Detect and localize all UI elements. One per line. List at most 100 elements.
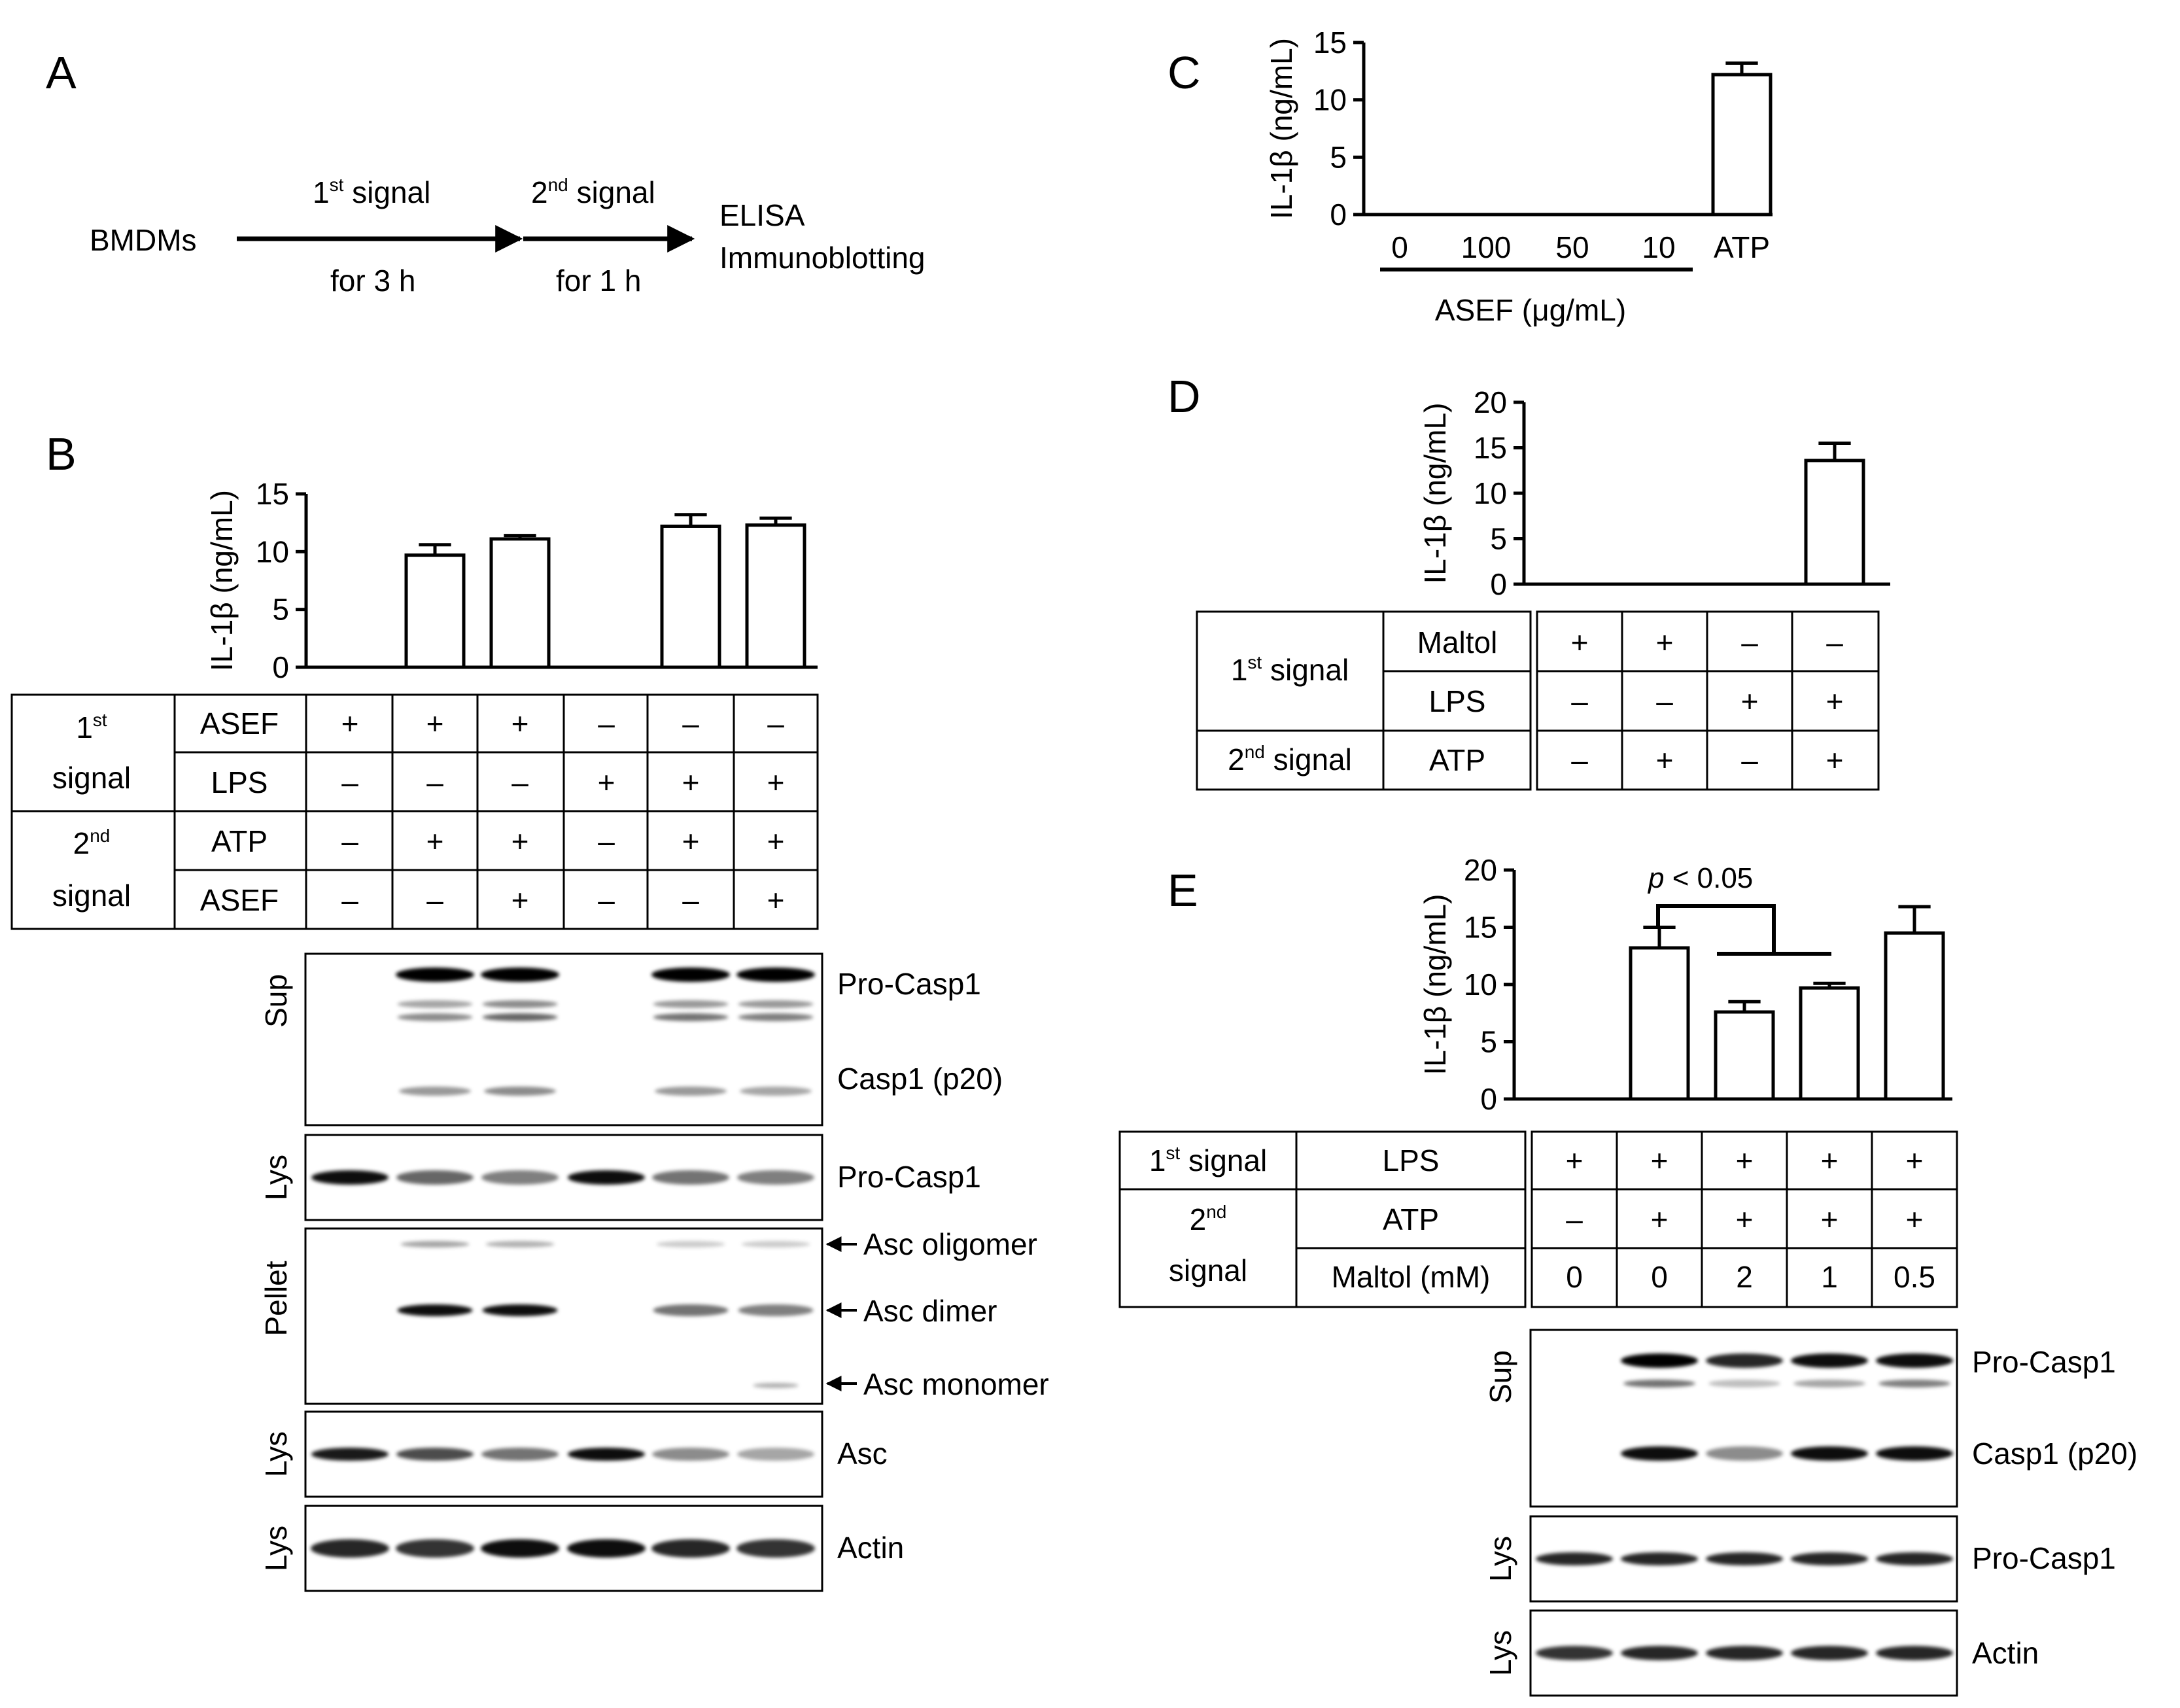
table-cell: + [511,824,529,858]
table-e-group2: 2nd [1190,1202,1227,1236]
bar [489,537,551,669]
bar [1884,931,1945,1101]
blot-b-label-asc: Asc [837,1437,888,1471]
chart-c-group-label: ASEF (μg/mL) [1435,293,1626,327]
blot-band [1706,1552,1783,1565]
blot-band [1791,1646,1868,1660]
blot-band [738,1000,814,1008]
blot-band [396,1539,474,1558]
flow-end-immunoblotting: Immunoblotting [719,241,926,275]
blot-band [655,1087,727,1096]
blot-band [481,1170,559,1185]
table-cell: – [598,824,615,858]
blot-b-pellet-frame [304,1227,823,1405]
panel-letter-b: B [46,428,77,479]
blot-e-label-procasp1: Pro-Casp1 [1972,1345,2116,1379]
table-cell: – [1656,684,1673,718]
table-row-label: ATP [1383,1202,1439,1236]
blot-band [1621,1353,1698,1368]
flow-step2-duration: for 1 h [556,264,641,298]
blot-b-label-actin: Actin [837,1531,904,1565]
blot-e-label-actin: Actin [1972,1636,2039,1670]
table-cell: – [1741,625,1758,659]
y-tick-label: 15 [256,477,289,511]
blot-band [481,967,559,982]
table-b-cells: ASEF+++–––LPS–––+++ATP–++–++ASEF––+––+ [200,706,785,917]
table-cell: + [1736,1143,1754,1177]
flow-step2-title: 2nd signal [531,175,655,209]
significance-bracket [1656,904,1831,956]
blot-e-label-casp1p20: Casp1 (p20) [1972,1437,2137,1471]
flow-end-elisa: ELISA [719,198,805,232]
panel-letter-d: D [1168,371,1201,422]
blots-e: Sup Lys Lys Pro-Casp1 Casp1 (p20) Pro-Ca… [1483,1329,2137,1697]
blot-band [741,1241,810,1247]
blot-band [1536,1552,1613,1565]
blot-band [311,1539,389,1558]
blot-band [738,1304,814,1316]
blot-e-label-lys-procasp1: Pro-Casp1 [1972,1541,2116,1575]
table-d-group2: 2nd signal [1228,742,1352,776]
bar [1804,459,1865,586]
y-axis-label: IL-1β (ng/mL) [205,490,239,671]
table-cell: 1 [1821,1260,1838,1294]
blot-band [311,1170,389,1185]
bar [404,553,466,669]
blot-band [736,967,815,982]
table-row-label: ATP [1429,743,1485,777]
table-row-label: LPS [211,765,268,799]
y-axis-label: IL-1β (ng/mL) [1264,38,1298,219]
blot-b-side-lys3: Lys [259,1525,293,1571]
panel-letter-a: A [46,47,77,98]
blot-band [1876,1552,1953,1565]
blot-band [400,1241,470,1247]
table-cell: – [682,706,699,741]
blot-band [1878,1380,1950,1387]
table-cell: + [1826,743,1844,777]
x-tick-label: 50 [1555,230,1589,264]
y-tick-label: 0 [1480,1082,1497,1116]
blot-band [482,1000,558,1008]
table-cell: – [767,706,784,741]
table-d [1196,610,1880,791]
table-e-group1: 1st signal [1149,1143,1267,1177]
blot-band [568,1448,645,1461]
y-tick-label: 15 [1313,26,1347,60]
blot-band [1876,1646,1953,1660]
table-cell: + [767,883,785,917]
panel-letter-c: C [1168,47,1201,98]
y-axis-label: IL-1β (ng/mL) [1418,894,1452,1075]
table-cell: + [1656,743,1674,777]
blot-b-side-lys2: Lys [259,1431,293,1477]
blot-band [652,1170,729,1185]
y-tick-label: 10 [1474,476,1507,510]
table-cell: + [598,765,615,799]
blot-b-label-asc-dimer: Asc dimer [863,1294,997,1328]
table-cell: + [426,824,444,858]
blot-band [740,1087,812,1096]
bar [660,524,721,669]
table-b-group2-signal: signal [52,879,131,913]
blot-band [653,1304,729,1316]
blot-band [396,967,474,982]
table-b-group2: 2nd [73,826,111,860]
blot-band [1791,1353,1868,1368]
table-cell: – [598,706,615,741]
bar [1711,73,1773,217]
table-row-label: ASEF [200,706,279,741]
y-tick-label: 20 [1474,385,1507,419]
bar [1629,946,1690,1101]
blot-band [396,1448,474,1461]
table-b-group1-signal: signal [52,761,131,795]
table-cell: – [426,765,443,799]
blot-e-side-sup: Sup [1483,1350,1517,1404]
table-d-cells: Maltol++––LPS––++ATP–+–+ [1417,625,1844,777]
blot-band [567,1539,646,1558]
blot-band [481,1539,559,1558]
